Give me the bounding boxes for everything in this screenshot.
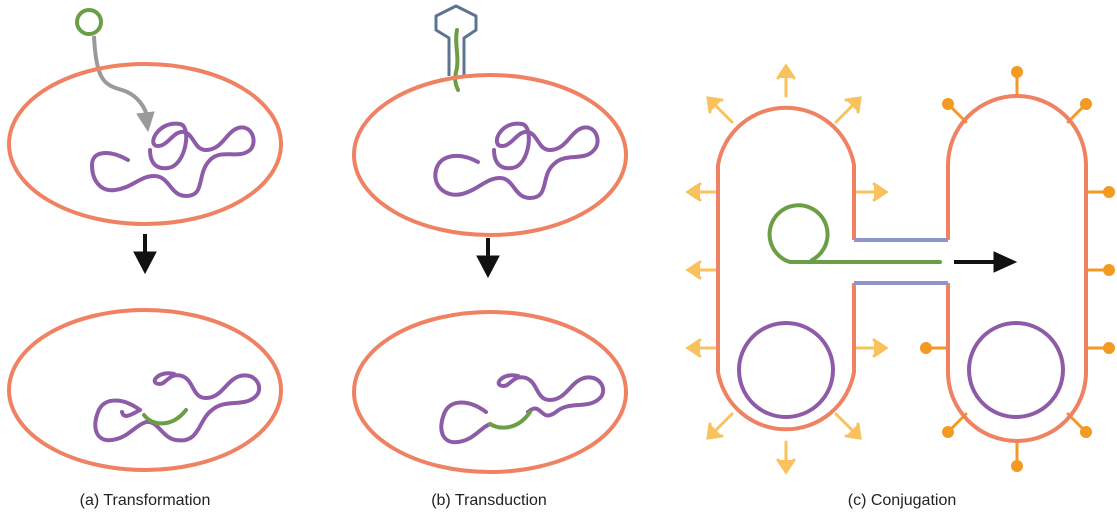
free-dna-fragment	[75, 8, 103, 36]
caption-transduction: (b) Transduction	[431, 492, 547, 509]
caption-conjugation: (c) Conjugation	[848, 492, 957, 509]
recipient-chromosome	[967, 321, 1065, 419]
bacterial-cell-before	[7, 62, 283, 226]
bacteriophage	[434, 4, 478, 76]
transduced-chromosome	[439, 373, 606, 445]
process-arrowhead	[476, 255, 500, 279]
integrated-phage-dna	[488, 410, 532, 430]
integrated-foreign-dna	[142, 408, 188, 426]
phage-dna	[453, 28, 460, 92]
donor-cell	[716, 105, 856, 432]
f-plasmid	[767, 203, 942, 264]
panel-transformation: (a) Transformation	[7, 8, 283, 509]
host-cell-before	[352, 73, 628, 237]
donor-chromosome	[737, 321, 835, 419]
host-chromosome	[433, 121, 600, 201]
process-arrowhead	[133, 251, 157, 275]
bacterial-cell-after	[7, 308, 283, 472]
dna-uptake-arrowhead	[136, 111, 155, 133]
recipient-cell	[946, 94, 1088, 443]
panel-transduction: (b) Transduction	[352, 4, 628, 509]
caption-transformation: (a) Transformation	[80, 492, 211, 509]
panel-conjugation: (c) Conjugation	[685, 63, 1115, 509]
transfer-arrowhead	[993, 251, 1018, 273]
host-cell-after	[352, 310, 628, 474]
dna-uptake-arrow	[92, 35, 150, 121]
bacterial-chromosome	[89, 121, 256, 199]
recombinant-chromosome	[93, 371, 262, 443]
donor-flagella	[685, 63, 889, 475]
